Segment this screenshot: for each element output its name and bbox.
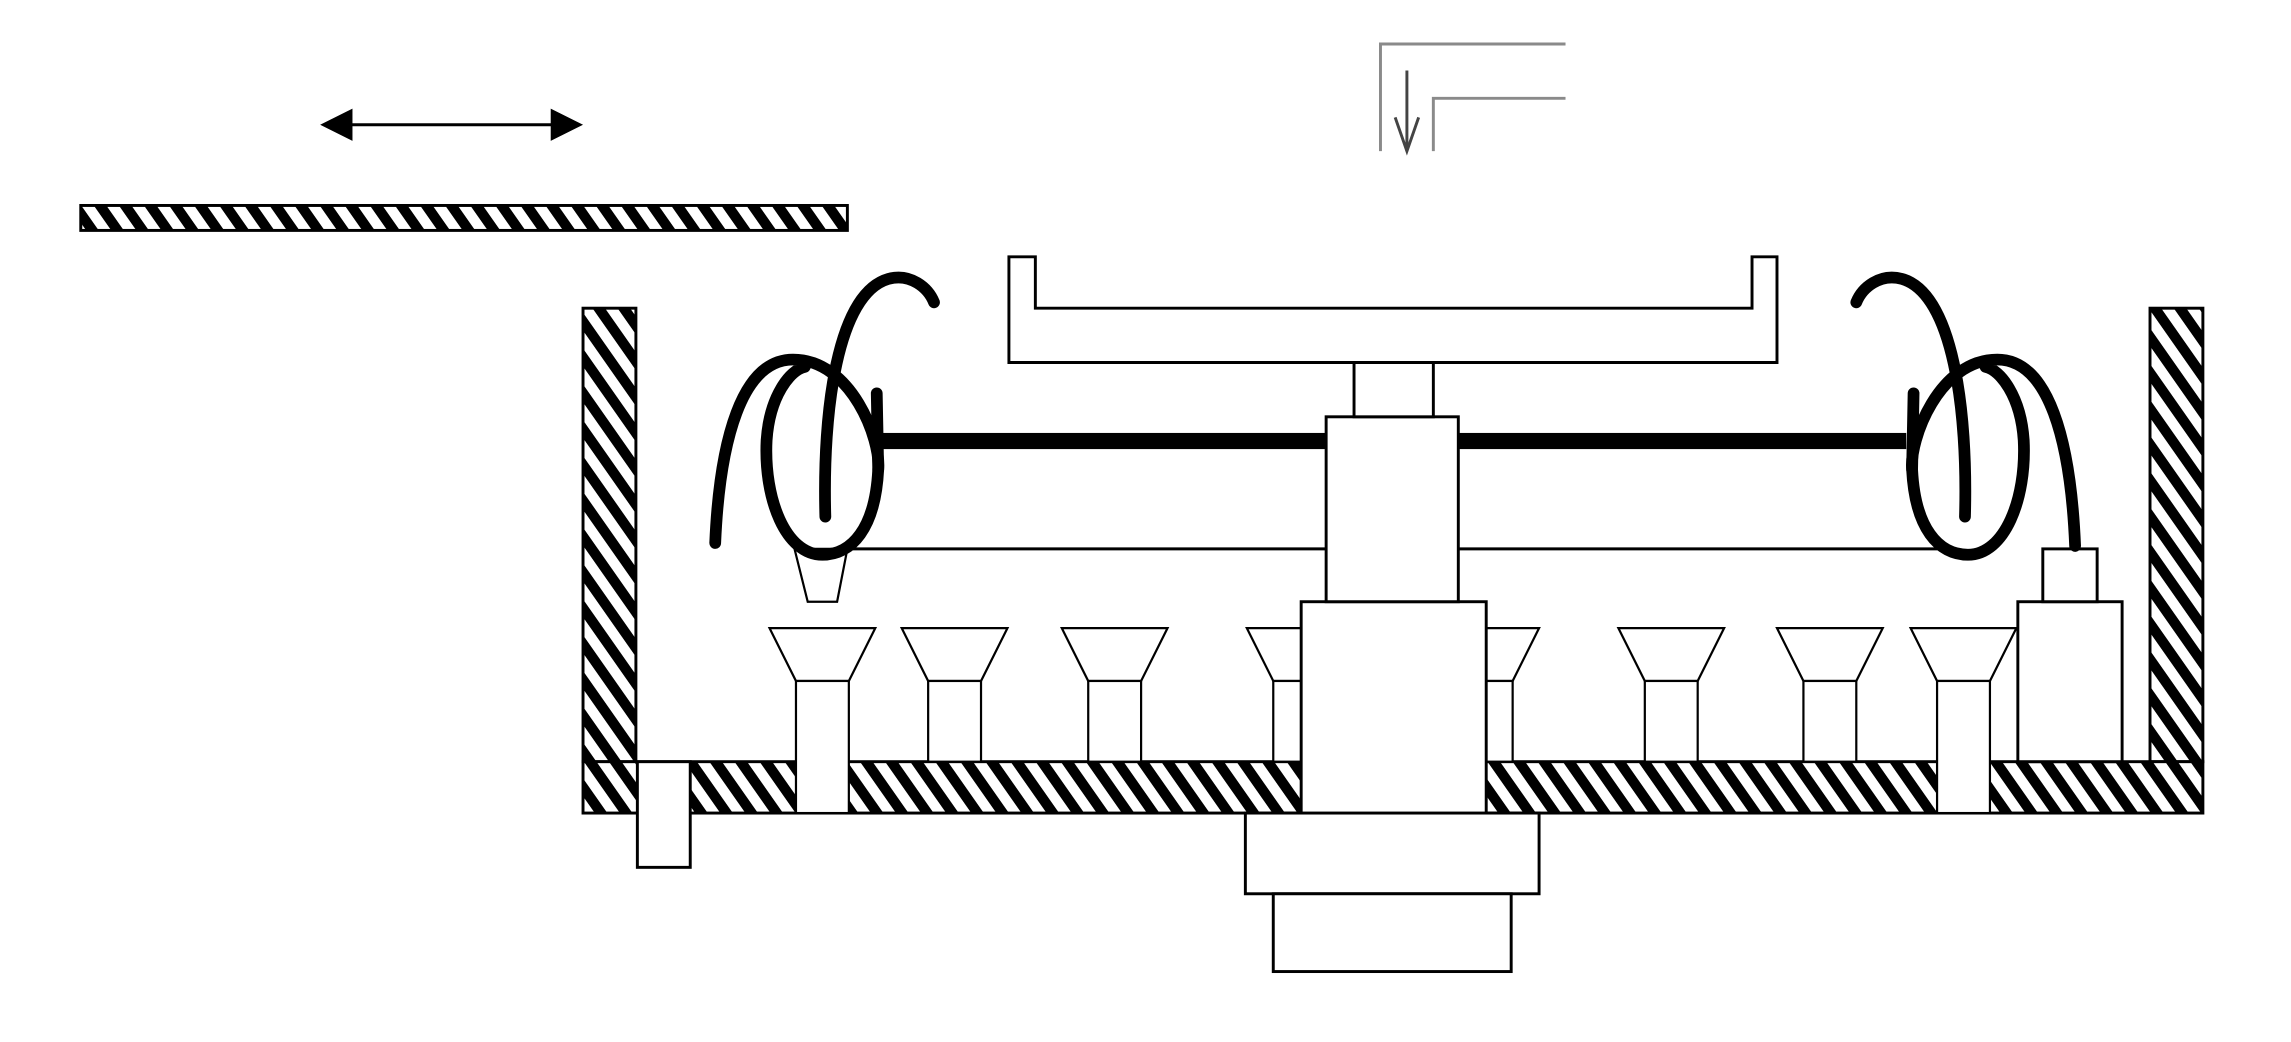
tray xyxy=(1007,255,1779,364)
double-arrow-icon xyxy=(320,108,584,141)
central-shaft xyxy=(1007,255,1779,974)
right-wall xyxy=(2148,306,2205,764)
nozzle xyxy=(1616,627,1726,763)
hatched-plate xyxy=(79,203,849,232)
down-arrow-icon xyxy=(1393,70,1421,156)
nozzle xyxy=(1060,627,1170,763)
motor-mount xyxy=(1243,811,1541,896)
drain-pipe xyxy=(635,760,692,869)
shaft-neck xyxy=(1352,361,1435,419)
inlet-flow xyxy=(1379,42,1566,156)
sensor-cap xyxy=(2041,547,2099,604)
left-wall xyxy=(581,306,638,764)
upper-arm xyxy=(1458,432,1907,450)
nozzle xyxy=(1908,627,2019,815)
nozzle xyxy=(899,627,1010,763)
nozzle xyxy=(767,627,878,815)
nozzle xyxy=(1775,627,1885,763)
shaft-column xyxy=(1324,415,1460,604)
right-spiral-hose xyxy=(1850,271,2081,561)
sensor-block xyxy=(2016,600,2124,764)
upper-arm xyxy=(881,432,1327,450)
motor xyxy=(1271,892,1513,974)
motor-housing xyxy=(1299,600,1488,816)
left-spiral-hose xyxy=(709,271,940,561)
